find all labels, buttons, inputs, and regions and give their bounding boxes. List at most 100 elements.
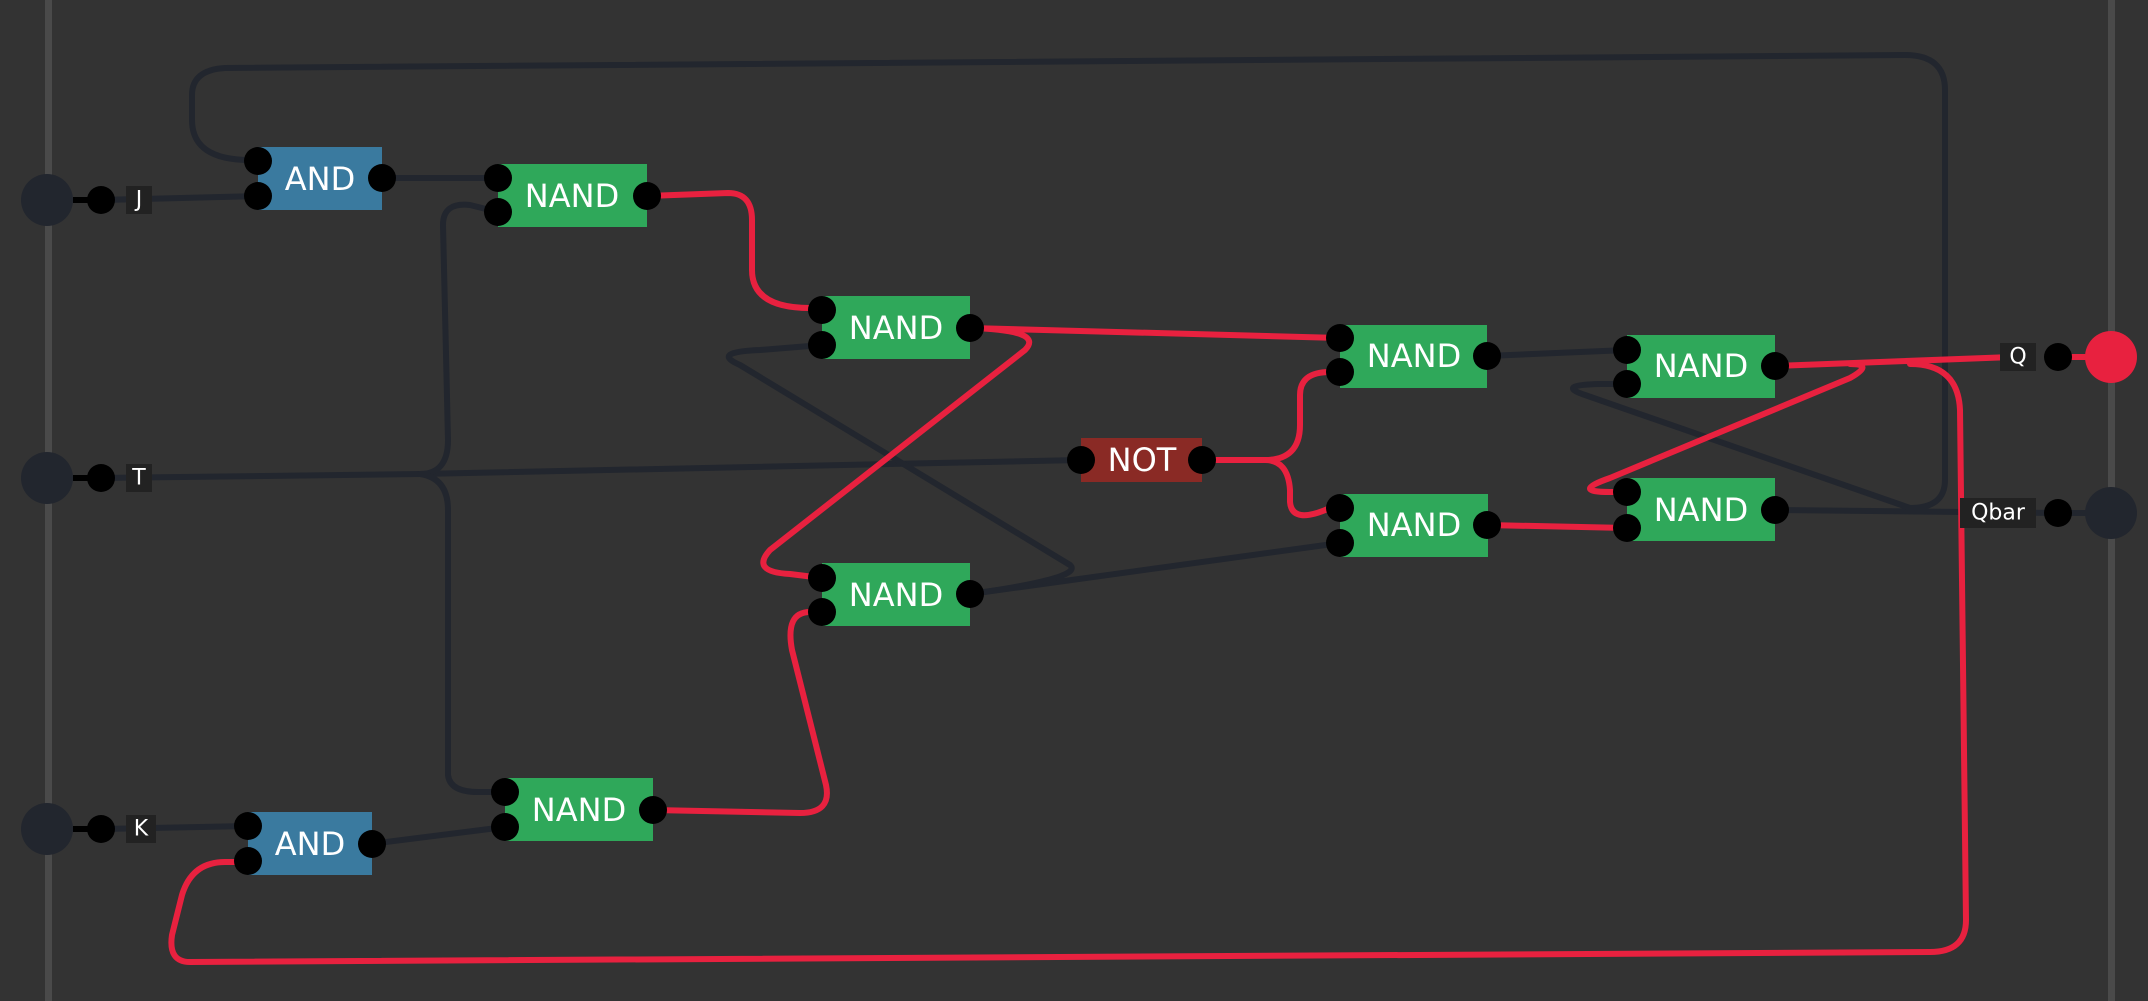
nand-gate-3-body[interactable] [822,563,970,626]
wire-j-to-and[interactable] [98,193,261,203]
nand-gate-3-out[interactable] [956,580,984,608]
input-k-label-bg [126,815,156,843]
wire-nand2-to-nand4[interactable] [967,325,1343,341]
nand-gate-4[interactable]: NAND [1326,324,1501,388]
nand-gate-6-in2[interactable] [1326,529,1354,557]
and-gate-k-in2[interactable] [234,847,262,875]
not-gate-label: NOT [1108,441,1177,479]
and-gate-k-in1[interactable] [234,812,262,840]
output-qbar-indicator [2085,487,2137,539]
nand-gate-1-in2[interactable] [484,198,512,226]
nand-gate-2-body[interactable] [822,296,970,359]
wire-nand4-to-nand5[interactable] [1484,347,1630,359]
nand-gate-8-body[interactable] [505,778,653,841]
wire-nand5-to-q[interactable] [1772,354,2015,369]
wire-nand8-to-nand3[interactable] [650,609,830,816]
wire-k-to-and[interactable] [98,823,251,832]
and-gate-k-label: AND [275,825,345,863]
nand-gate-7-in2[interactable] [1613,514,1641,542]
input-k-toggle[interactable] [21,803,73,855]
nand-gate-1-body[interactable] [498,164,647,227]
output-q-pin[interactable] [2044,343,2072,371]
and-gate-k-out[interactable] [358,830,386,858]
nand-gate-3[interactable]: NAND [808,563,984,626]
nand-gate-6-out[interactable] [1473,511,1501,539]
input-j-toggle[interactable] [21,174,73,226]
nand-gate-6-in1[interactable] [1326,494,1354,522]
nand-gate-8[interactable]: NAND [491,778,667,841]
wire-nand6-to-nand7[interactable] [1484,522,1630,531]
wire-nand1-to-nand2[interactable] [644,190,825,313]
output-qbar-pin[interactable] [2044,499,2072,527]
not-gate-out[interactable] [1188,446,1216,474]
and-gate-j-in2[interactable] [244,182,272,210]
and-gate-k-body[interactable] [248,812,372,875]
input-t-toggle[interactable] [21,452,73,504]
output-q[interactable]: Q [2000,331,2137,383]
wire-not-to-nand4[interactable] [1199,369,1343,463]
input-t-label: T [131,466,146,491]
nand-gate-3-in2[interactable] [808,598,836,626]
nand-gate-6[interactable]: NAND [1326,494,1501,557]
nand-gate-2[interactable]: NAND [808,296,984,359]
nand-gate-5[interactable]: NAND [1613,335,1789,398]
and-gate-j-body[interactable] [258,147,382,210]
nand-gate-4-body[interactable] [1340,325,1487,388]
wire-q-to-nand7[interactable] [1587,361,1866,495]
nand-gate-8-label: NAND [532,791,626,829]
input-k-label: K [134,817,149,842]
nand-gate-6-body[interactable] [1340,494,1488,557]
wire-q-feedback[interactable] [168,361,1969,965]
nand-gate-7-out[interactable] [1761,496,1789,524]
wire-andk-to-nand8[interactable] [367,824,508,847]
nand-gate-8-in1[interactable] [491,778,519,806]
input-j-pin[interactable] [87,186,115,214]
nand-gate-7[interactable]: NAND [1613,478,1789,542]
and-gate-j[interactable]: AND [244,147,396,210]
wire-qbar-feedback[interactable] [189,52,1948,511]
wire-nand2-to-nand3[interactable] [760,325,1033,581]
nand-gate-7-body[interactable] [1627,478,1775,541]
nand-gate-7-label: NAND [1654,491,1748,529]
nand-gate-3-in1[interactable] [808,564,836,592]
nand-gate-5-body[interactable] [1627,335,1775,398]
input-t[interactable]: T [21,452,152,504]
wire-t-to-not[interactable] [98,457,1083,481]
nand-gate-4-in2[interactable] [1326,358,1354,386]
and-gate-j-out[interactable] [368,164,396,192]
nand-gate-1-out[interactable] [633,182,661,210]
nand-gate-4-out[interactable] [1473,342,1501,370]
output-q-label: Q [2009,345,2026,370]
nand-gate-8-in2[interactable] [491,813,519,841]
and-gate-j-in1[interactable] [244,147,272,175]
input-j[interactable]: J [21,174,152,226]
input-k[interactable]: K [21,803,156,855]
wire-not-to-nand6[interactable] [1262,457,1343,519]
wire-nand3-to-nand2[interactable] [725,342,1075,597]
nand-gate-5-in1[interactable] [1613,336,1641,364]
input-k-pin[interactable] [87,815,115,843]
nand-gate-2-out[interactable] [956,314,984,342]
not-gate[interactable]: NOT [1067,438,1216,482]
nand-gate-7-in1[interactable] [1613,478,1641,506]
nand-gate-2-in1[interactable] [808,296,836,324]
not-gate-in[interactable] [1067,446,1095,474]
not-gate-body[interactable] [1081,438,1202,482]
input-j-label: J [134,188,143,213]
nand-gate-4-in1[interactable] [1326,324,1354,352]
nand-gate-1[interactable]: NAND [484,164,661,227]
nand-gate-5-out[interactable] [1761,352,1789,380]
nand-gate-8-out[interactable] [639,796,667,824]
input-t-pin[interactable] [87,464,115,492]
nand-gate-2-label: NAND [849,309,943,347]
wire-t-to-nand1[interactable] [417,201,501,477]
nand-gate-4-label: NAND [1367,337,1461,375]
and-gate-k[interactable]: AND [234,812,386,875]
nand-gate-1-in1[interactable] [484,164,512,192]
nand-gate-2-in2[interactable] [808,331,836,359]
wire-qbar-to-nand5[interactable] [1570,381,1913,511]
nand-gate-5-in2[interactable] [1613,370,1641,398]
wire-t-to-nand8[interactable] [417,471,508,795]
output-qbar[interactable]: Qbar [1960,487,2137,539]
